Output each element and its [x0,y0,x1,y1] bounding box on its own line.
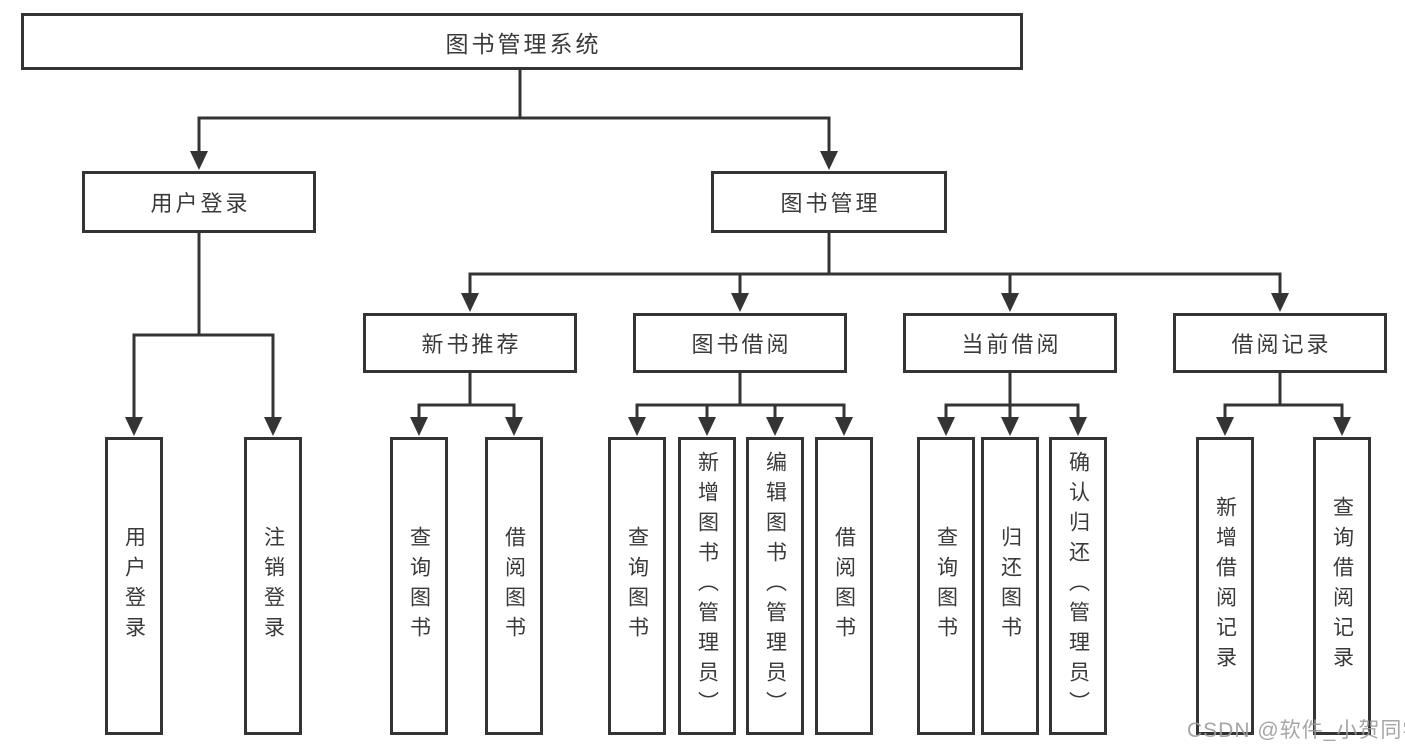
node-current-borrowing: 当前借阅 [903,313,1117,373]
leaf-query-borrow-record: 查询借阅记录 [1313,437,1371,735]
leaf-query-books-current: 查询图书 [917,437,975,735]
node-book-borrowing: 图书借阅 [633,313,847,373]
leaf-borrow-books-recommend: 借阅图书 [485,437,543,735]
node-book-management: 图书管理 [711,171,947,233]
leaf-borrow-books-borrowing: 借阅图书 [815,437,873,735]
leaf-logout-login: 注销登录 [244,437,302,735]
node-new-book-recommendation: 新书推荐 [363,313,577,373]
node-borrowing-records: 借阅记录 [1173,313,1387,373]
leaf-add-book-admin: 新增图书（管理员） [678,437,736,735]
csdn-watermark: CSDN @软件_小贺同学 [1187,719,1405,742]
leaf-return-book: 归还图书 [981,437,1039,735]
leaf-edit-book-admin: 编辑图书（管理员） [746,437,804,735]
leaf-query-books-recommend: 查询图书 [390,437,448,735]
node-user-login: 用户登录 [82,171,316,233]
leaf-user-login: 用户登录 [105,437,163,735]
node-root: 图书管理系统 [21,13,1023,70]
leaf-confirm-return-admin: 确认归还（管理员） [1049,437,1107,735]
leaf-query-books-borrowing: 查询图书 [608,437,666,735]
leaf-add-borrow-record: 新增借阅记录 [1196,437,1254,735]
